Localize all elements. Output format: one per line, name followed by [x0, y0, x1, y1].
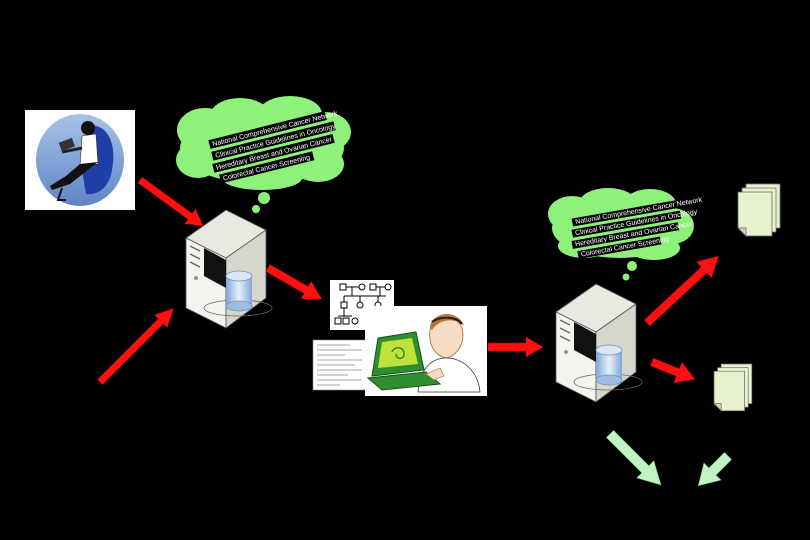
server-with-database-icon [185, 209, 273, 329]
report-document-icon [737, 183, 781, 237]
arrow-server-to-report [650, 357, 696, 384]
arrow-clinician-to-server [487, 336, 544, 358]
arrow-server-to-report [643, 255, 720, 327]
report-document-icon [713, 363, 753, 412]
patient-at-laptop-icon [25, 110, 135, 210]
arrow-output [606, 430, 662, 486]
thought-bubble-guidelines: National Comprehensive Cancer Network Cl… [548, 188, 703, 281]
thought-bubble-guidelines: National Comprehensive Cancer Network Cl… [176, 96, 351, 213]
arrow-input-to-server [97, 308, 174, 385]
pedigree-chart-icon [330, 280, 394, 330]
family-history-form-icon [312, 339, 368, 391]
server-with-database-icon [555, 283, 643, 403]
arrow-server-to-pedigree [265, 264, 323, 300]
arrow-patient-to-server [137, 176, 204, 227]
arrow-output [697, 452, 732, 487]
clinician-at-computer-icon [365, 306, 487, 396]
